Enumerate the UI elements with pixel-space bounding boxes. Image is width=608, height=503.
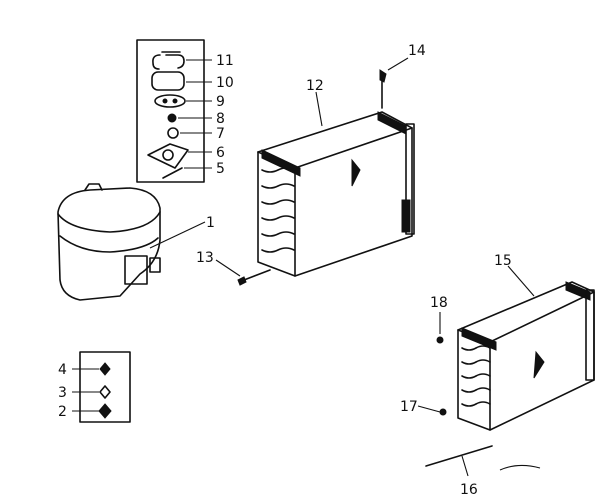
callout-10: 10 xyxy=(216,75,234,91)
callout-2: 2 xyxy=(58,404,67,420)
callout-4: 4 xyxy=(58,362,67,378)
part-17-screw xyxy=(417,405,447,416)
part-1-compressor xyxy=(57,183,206,301)
part-2-terminal xyxy=(98,403,112,419)
terminal-parts-frame xyxy=(79,351,131,423)
part-16-drain-tube xyxy=(425,445,541,477)
part-18-screw xyxy=(436,312,444,344)
small-parts-frame xyxy=(136,39,205,183)
callout-16: 16 xyxy=(460,482,478,498)
part-10-pad xyxy=(151,71,185,91)
callout-12: 12 xyxy=(306,78,324,94)
part-6-mount xyxy=(147,143,189,169)
callout-6: 6 xyxy=(216,145,225,161)
part-3-terminal xyxy=(99,385,111,399)
callout-9: 9 xyxy=(216,94,225,110)
callout-5: 5 xyxy=(216,161,225,177)
callout-15: 15 xyxy=(494,253,512,269)
part-11-clip xyxy=(152,51,185,70)
callout-11: 11 xyxy=(216,53,234,69)
part-7-washer xyxy=(167,127,179,139)
part-9-grommet xyxy=(154,94,186,108)
part-4-terminal xyxy=(99,362,111,376)
callout-17: 17 xyxy=(400,399,418,415)
terminal-parts-kit xyxy=(72,351,131,423)
part-14-screw xyxy=(379,57,409,109)
part-15-evaporator xyxy=(457,265,595,431)
callout-13: 13 xyxy=(196,250,214,266)
callout-3: 3 xyxy=(58,385,67,401)
callout-18: 18 xyxy=(430,295,448,311)
callout-7: 7 xyxy=(216,126,225,142)
part-12-condenser xyxy=(257,91,415,277)
callout-1: 1 xyxy=(206,215,215,231)
part-8-nut xyxy=(167,113,177,123)
small-parts-kit xyxy=(136,39,212,183)
callout-8: 8 xyxy=(216,111,225,127)
part-5-bolt xyxy=(162,167,183,179)
part-13-screw xyxy=(215,259,271,286)
callout-14: 14 xyxy=(408,43,426,59)
